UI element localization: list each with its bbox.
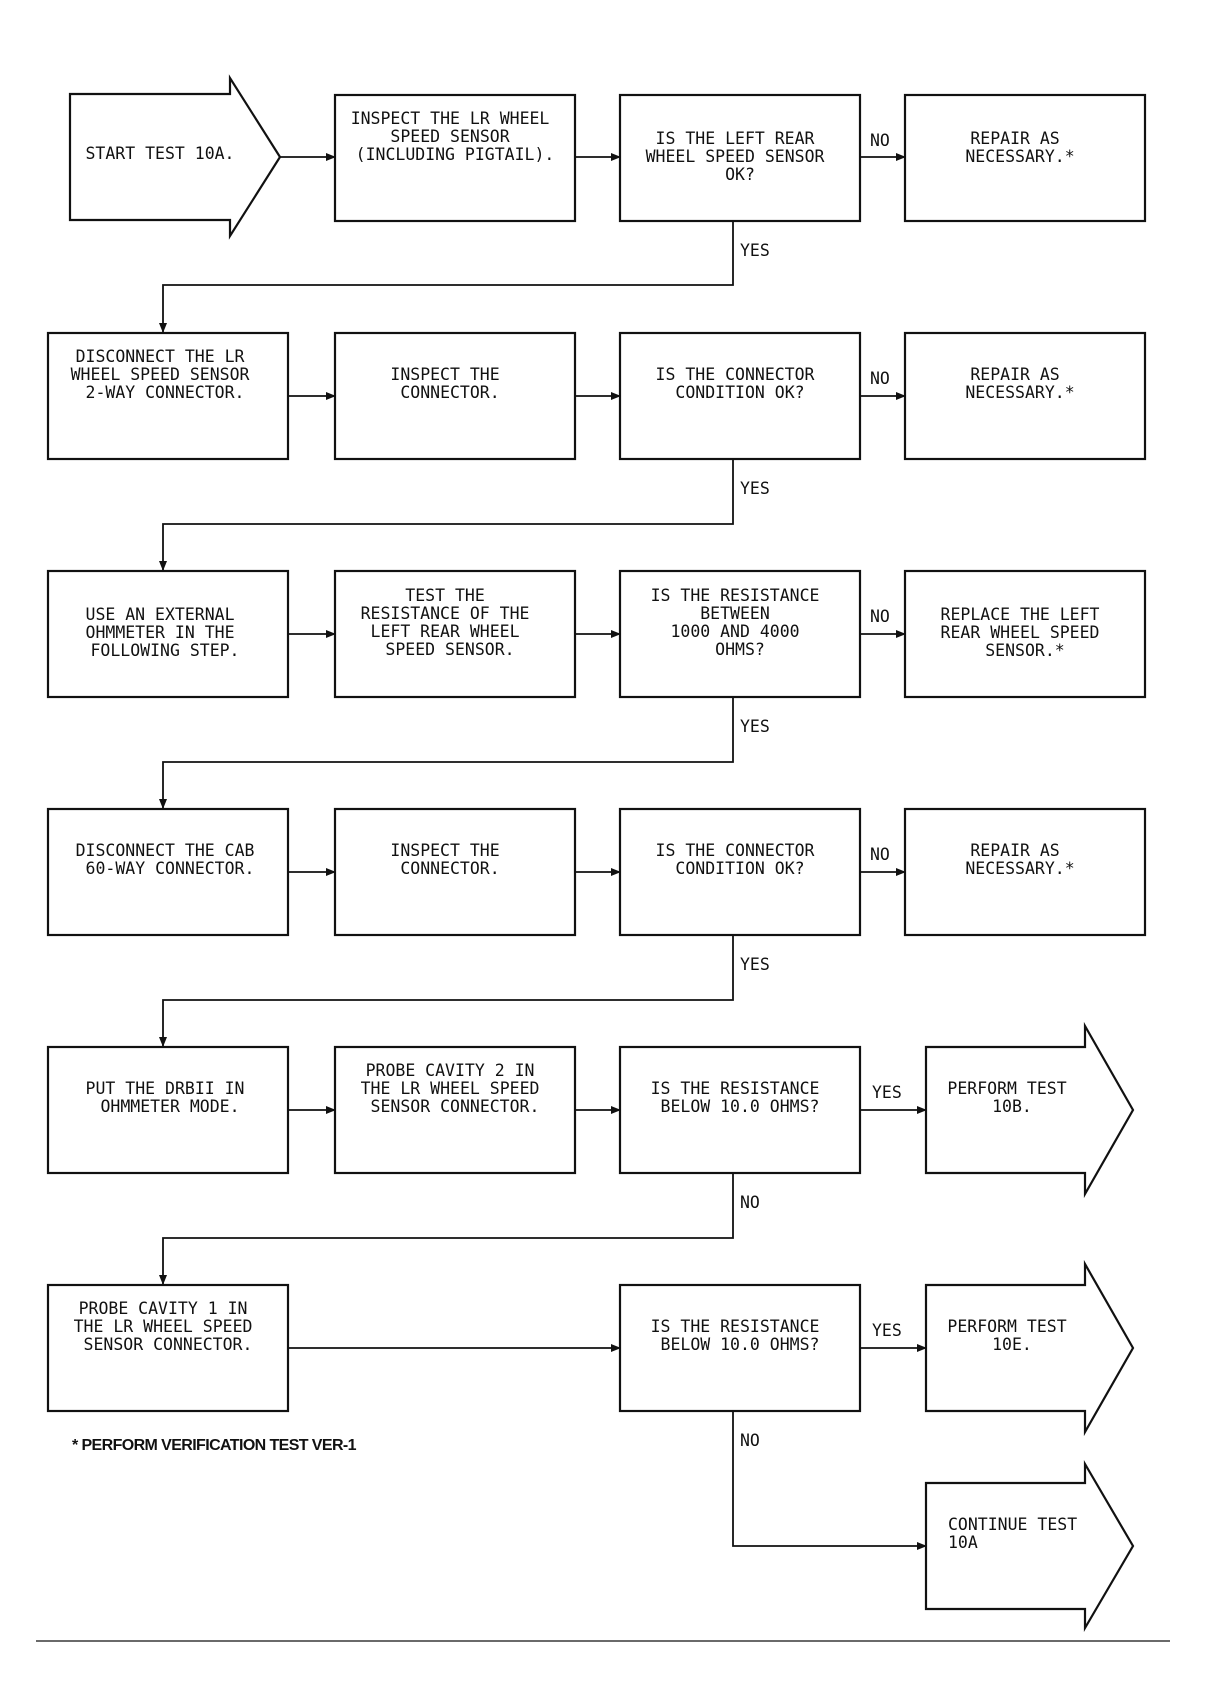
- continue-10a-text: CONTINUE TEST 10A: [948, 1515, 1087, 1552]
- decision-connector-ok-box-2: [618, 807, 862, 937]
- perform-10b-text: PERFORM TEST 10B.: [947, 1079, 1076, 1116]
- use-ohmmeter-text: USE AN EXTERNAL OHMMETER IN THE FOLLOWIN…: [86, 605, 245, 660]
- connector-arrow: [159, 1173, 734, 1285]
- edge-label-no: NO: [870, 607, 890, 626]
- edge-label-yes: YES: [872, 1083, 902, 1102]
- decision-lr-sensor-ok-text: IS THE LEFT REAR WHEEL SPEED SENSOR OK?: [646, 129, 835, 184]
- repair-text-1: REPAIR AS NECESSARY.*: [965, 129, 1074, 166]
- edge-label-no: NO: [740, 1431, 760, 1450]
- edge-label-no: NO: [870, 131, 890, 150]
- use-ohmmeter-box: [46, 569, 290, 699]
- edge-label-yes: YES: [740, 955, 770, 974]
- inspect-lr-sensor-box: [333, 93, 577, 223]
- edge-label-yes: YES: [872, 1321, 902, 1340]
- inspect-connector-text-2: INSPECT THE CONNECTOR.: [390, 841, 509, 878]
- decision-connector-ok-text-1: IS THE CONNECTOR CONDITION OK?: [656, 365, 825, 402]
- test-resistance-text: TEST THE RESISTANCE OF THE LEFT REAR WHE…: [361, 586, 540, 659]
- disconnect-cab-box: [46, 807, 290, 937]
- perform-10b-arrow-shape: [924, 1021, 1135, 1199]
- connector-arrow: [159, 935, 734, 1047]
- connector-arrow: [159, 697, 734, 809]
- disconnect-2way-box: [46, 331, 290, 461]
- start-arrow-shape: [68, 74, 282, 240]
- inspect-connector-box-2: [333, 807, 577, 937]
- inspect-connector-text-1: INSPECT THE CONNECTOR.: [390, 365, 509, 402]
- inspect-lr-sensor-text: INSPECT THE LR WHEEL SPEED SENSOR (INCLU…: [351, 109, 560, 164]
- footnote: * PERFORM VERIFICATION TEST VER-1: [72, 1437, 357, 1454]
- edge-label-no: NO: [870, 845, 890, 864]
- replace-sensor-text: REPLACE THE LEFT REAR WHEEL SPEED SENSOR…: [941, 605, 1110, 660]
- disconnect-cab-text: DISCONNECT THE CAB 60-WAY CONNECTOR.: [76, 841, 265, 878]
- decision-below-10-text-2: IS THE RESISTANCE BELOW 10.0 OHMS?: [651, 1317, 830, 1354]
- repair-text-3: REPAIR AS NECESSARY.*: [965, 841, 1074, 878]
- decision-below-10-box-1: [618, 1045, 862, 1175]
- put-drbii-text: PUT THE DRBII IN OHMMETER MODE.: [86, 1079, 255, 1116]
- decision-connector-ok-text-2: IS THE CONNECTOR CONDITION OK?: [656, 841, 825, 878]
- repair-box-3: [903, 807, 1147, 937]
- connector-arrow: [159, 459, 734, 571]
- connector-arrow: [159, 221, 734, 333]
- edge-label-yes: YES: [740, 479, 770, 498]
- replace-sensor-box: [903, 569, 1147, 699]
- repair-text-2: REPAIR AS NECESSARY.*: [965, 365, 1074, 402]
- decision-below-10-text-1: IS THE RESISTANCE BELOW 10.0 OHMS?: [651, 1079, 830, 1116]
- edge-label-yes: YES: [740, 241, 770, 260]
- connector-arrow: [732, 1411, 927, 1550]
- perform-10e-arrow-shape: [924, 1259, 1135, 1437]
- edge-label-no: NO: [870, 369, 890, 388]
- put-drbii-box: [46, 1045, 290, 1175]
- probe-cavity-2-box: [333, 1045, 577, 1175]
- decision-lr-sensor-ok-box: [618, 93, 862, 223]
- probe-cavity-1-box: [46, 1283, 290, 1413]
- decision-resistance-range-text: IS THE RESISTANCE BETWEEN 1000 AND 4000 …: [651, 586, 830, 659]
- test-resistance-box: [333, 569, 577, 699]
- start-node: START TEST 10A.: [85, 144, 234, 163]
- edge-label-yes: YES: [740, 717, 770, 736]
- edge-label-no: NO: [740, 1193, 760, 1212]
- disconnect-2way-text: DISCONNECT THE LR WHEEL SPEED SENSOR 2-W…: [71, 347, 260, 402]
- probe-cavity-1-text: PROBE CAVITY 1 IN THE LR WHEEL SPEED SEN…: [74, 1299, 263, 1354]
- probe-cavity-2-text: PROBE CAVITY 2 IN THE LR WHEEL SPEED SEN…: [361, 1061, 550, 1116]
- decision-resistance-range-box: [618, 569, 862, 699]
- perform-10e-text: PERFORM TEST 10E.: [947, 1317, 1076, 1354]
- continue-10a-arrow-shape: [924, 1459, 1135, 1633]
